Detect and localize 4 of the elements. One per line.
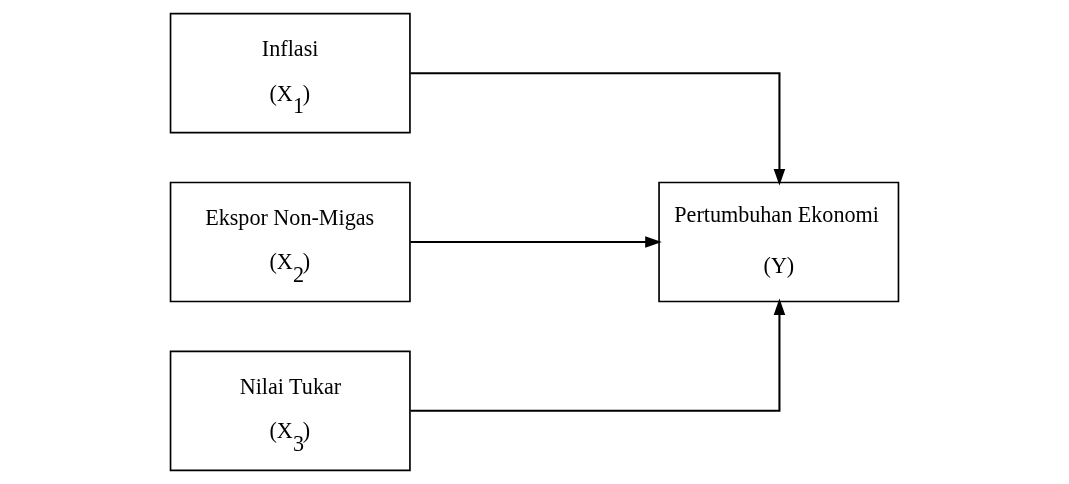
arrow (410, 236, 662, 248)
node-box: Pertumbuhan Ekonomi (Y) (658, 181, 900, 303)
arrow (410, 72, 786, 186)
arrow (410, 298, 786, 412)
